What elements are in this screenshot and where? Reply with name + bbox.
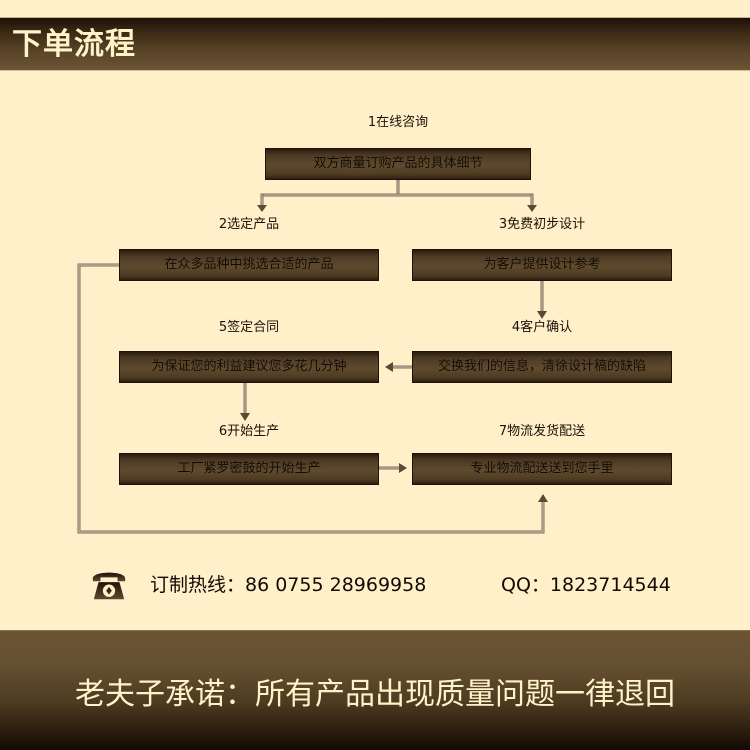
arrow-left-icon bbox=[385, 362, 393, 372]
arrow-down-icon bbox=[240, 413, 250, 421]
step-7-description: 专业物流配送送到您手里 bbox=[470, 461, 614, 476]
step-4-box: 交换我们的信息，清徐设计稿的缺陷 bbox=[412, 351, 672, 383]
contact-row: 订制热线：86 0755 28969958 QQ：1823714544 bbox=[88, 565, 708, 605]
step-6-description: 工厂紧罗密鼓的开始生产 bbox=[177, 461, 321, 476]
quality-promise: 老夫子承诺：所有产品出现质量问题一律退回 bbox=[75, 677, 675, 712]
step-3-box: 为客户提供设计参考 bbox=[412, 249, 672, 281]
step-2-box: 在众多品种中挑选合适的产品 bbox=[119, 249, 379, 281]
telephone-icon bbox=[92, 572, 126, 600]
step-2-label: 2选定产品 bbox=[218, 217, 280, 232]
qq-number: QQ：1823714544 bbox=[501, 574, 671, 596]
header-band: 下单流程 bbox=[0, 17, 750, 71]
step-6-box: 工厂紧罗密鼓的开始生产 bbox=[119, 453, 379, 485]
step-7-label: 7物流发货配送 bbox=[498, 424, 586, 439]
step-1-description: 双方商量订购产品的具体细节 bbox=[313, 156, 483, 171]
arrow-down-icon bbox=[537, 311, 547, 319]
step-5-box: 为保证您的利益建议您多花几分钟 bbox=[119, 351, 379, 383]
step-2-description: 在众多品种中挑选合适的产品 bbox=[164, 257, 334, 272]
arrow-down-icon bbox=[257, 205, 267, 212]
arrow-down-icon bbox=[527, 205, 537, 212]
step-4-description: 交换我们的信息，清徐设计稿的缺陷 bbox=[437, 359, 646, 374]
page-title: 下单流程 bbox=[12, 27, 136, 62]
step-1-label: 1在线咨询 bbox=[367, 115, 429, 130]
step-6-label: 6开始生产 bbox=[218, 424, 280, 439]
step-5-label: 5签定合同 bbox=[218, 320, 280, 335]
arrow-right-icon bbox=[399, 463, 407, 473]
footer-band: 老夫子承诺：所有产品出现质量问题一律退回 bbox=[0, 630, 750, 750]
step-5-description: 为保证您的利益建议您多花几分钟 bbox=[151, 359, 347, 374]
step-3-label: 3免费初步设计 bbox=[498, 217, 586, 232]
arrow-up-icon bbox=[538, 494, 548, 502]
hotline-number: 订制热线：86 0755 28969958 bbox=[150, 574, 427, 596]
step-1-box: 双方商量订购产品的具体细节 bbox=[265, 148, 531, 180]
step-3-description: 为客户提供设计参考 bbox=[483, 257, 601, 272]
step-4-label: 4客户确认 bbox=[511, 320, 573, 335]
step-7-box: 专业物流配送送到您手里 bbox=[412, 453, 672, 485]
